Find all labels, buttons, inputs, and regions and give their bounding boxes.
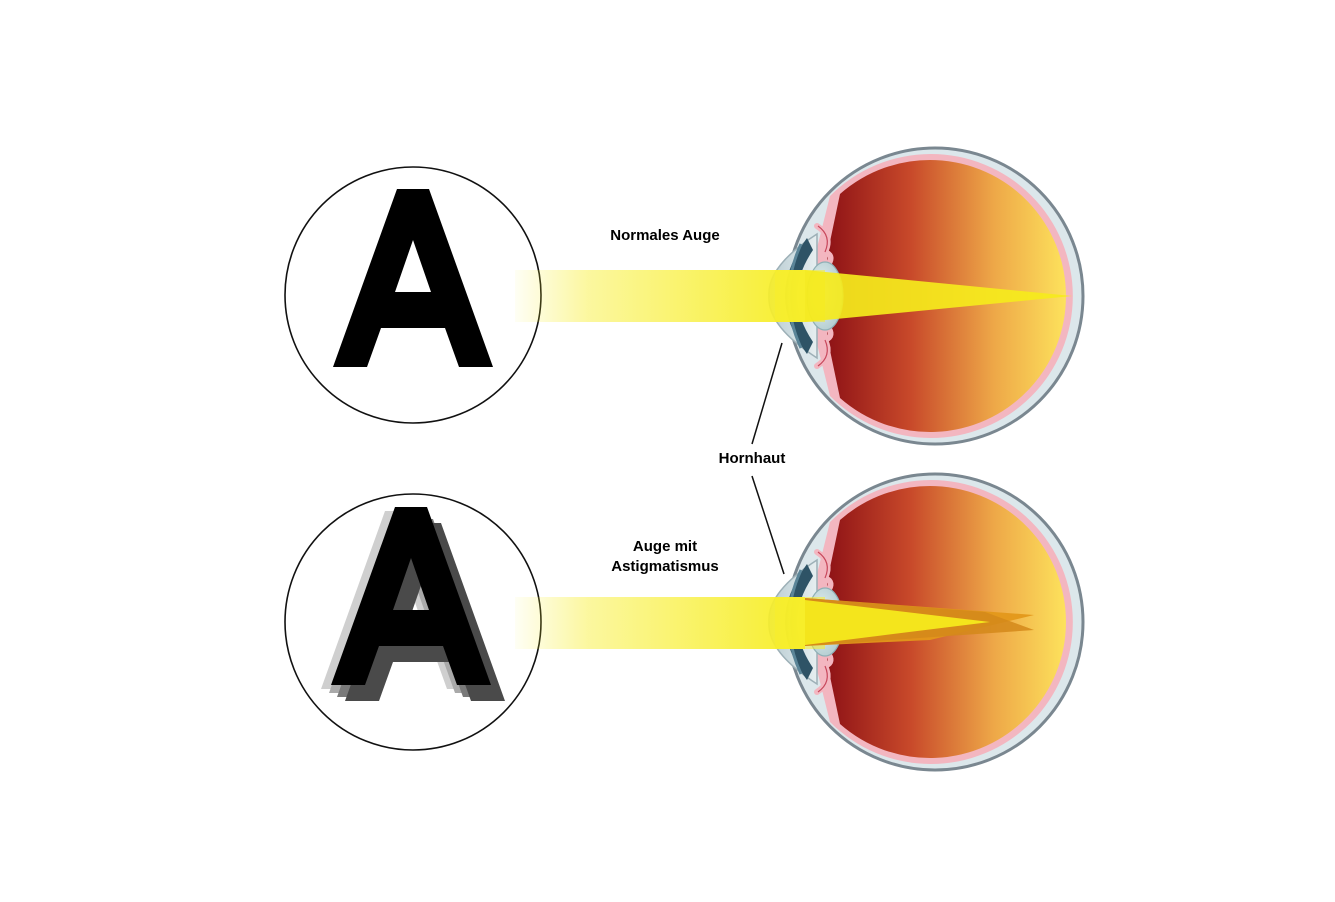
astigmatic-eye-group	[284, 474, 1083, 770]
label-astig-line2: Astigmatismus	[611, 558, 719, 575]
label-normal-eye: Normales Auge	[610, 227, 720, 244]
focus-cone-normal	[805, 270, 1072, 322]
cornea-pointer	[751, 342, 785, 575]
light-beam-normal	[515, 270, 805, 322]
normal-eye-group	[284, 148, 1083, 444]
label-astigmatic-eye: Auge mit Astigmatismus	[585, 537, 745, 577]
label-astig-line1: Auge mit	[632, 538, 698, 555]
light-beam-astigmatic	[515, 597, 805, 649]
label-cornea: Hornhaut	[718, 450, 786, 467]
